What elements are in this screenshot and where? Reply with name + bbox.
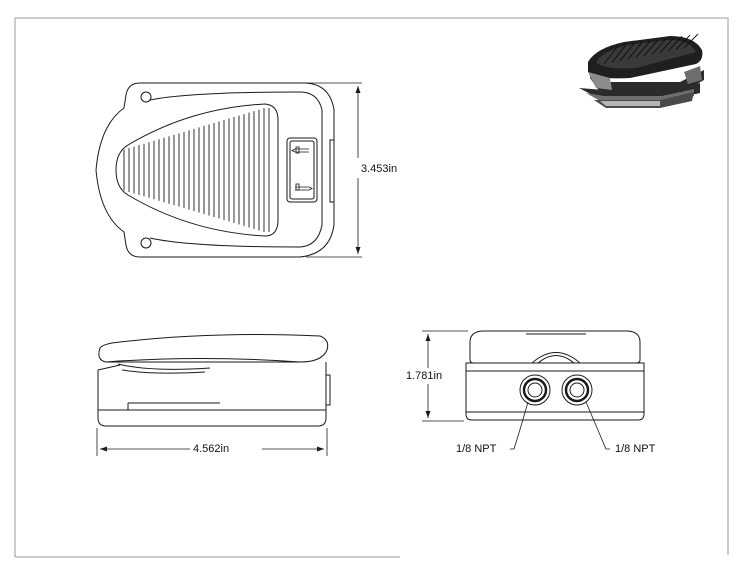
tread-ribs (123, 108, 270, 232)
port-left-label: 1/8 NPT (456, 443, 497, 455)
mount-hole-bottom (140, 237, 152, 249)
iso-tread-rib (675, 34, 691, 50)
port-left (519, 374, 551, 406)
label-plate-arrows (291, 146, 313, 191)
port-leaders (510, 401, 610, 450)
iso-tread-rib (651, 38, 667, 55)
front-pedal (469, 330, 641, 364)
side-base (97, 362, 327, 427)
mount-hole-top (140, 91, 152, 103)
iso-tread-rib (619, 43, 635, 62)
side-pedal (98, 334, 329, 363)
port-right (561, 374, 593, 406)
pedal-tread-outline (115, 103, 279, 237)
iso-tread-rib (635, 40, 651, 58)
iso-tread-rib (603, 45, 619, 65)
top-view (95, 82, 335, 258)
width-dimension (306, 82, 362, 258)
height-dimension-label: 1.781in (406, 370, 443, 382)
sheet-border (14, 17, 729, 558)
iso-tread-rib (667, 36, 683, 52)
side-view (97, 334, 331, 427)
length-dimension-label: 4.562in (193, 443, 230, 455)
height-dimension (422, 330, 468, 422)
label-plate (286, 137, 318, 203)
front-base (465, 362, 645, 421)
iso-tread-rib (683, 33, 699, 49)
iso-view-render (579, 33, 704, 108)
iso-tread-rib (627, 42, 643, 60)
top-view-outline (95, 82, 335, 258)
length-dimension (96, 428, 328, 456)
iso-tread-rib (611, 44, 627, 63)
iso-tread-rib (643, 39, 659, 57)
iso-tread-rib (659, 37, 675, 54)
front-view (465, 330, 645, 421)
port-right-label: 1/8 NPT (615, 443, 656, 455)
width-dimension-label: 3.453in (361, 163, 398, 175)
